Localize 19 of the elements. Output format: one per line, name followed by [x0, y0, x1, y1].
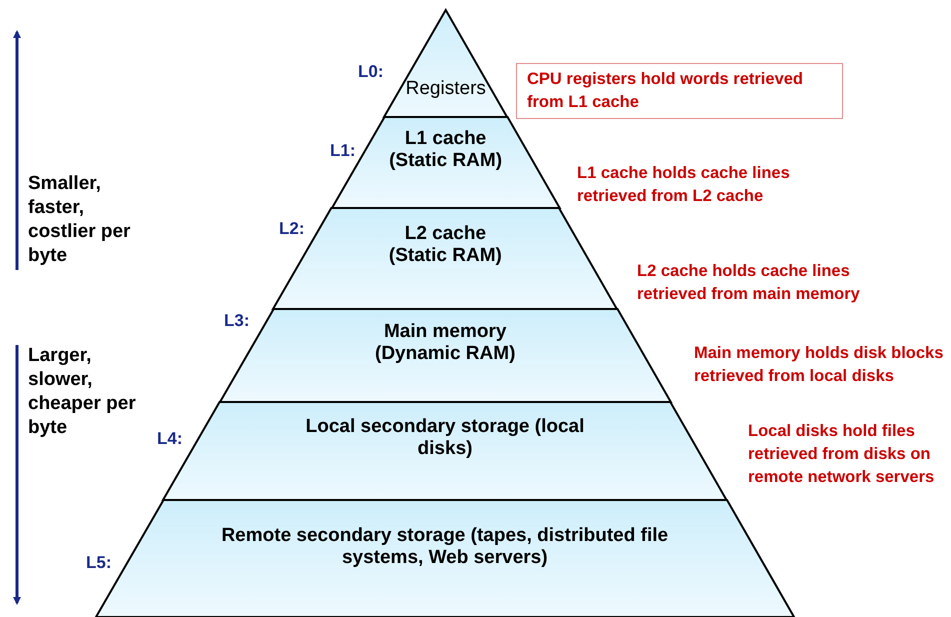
- annotation-text: Local disks hold files retrieved from disks on remote network servers: [748, 421, 936, 488]
- level-label: Local secondary storage (local disks): [304, 416, 586, 460]
- side-note: Larger, slower, cheaper per byte: [28, 344, 137, 440]
- level-number: L0:: [358, 62, 384, 82]
- side-note: Smaller, faster, costlier per byte: [28, 172, 132, 268]
- level-label: Remote secondary storage (tapes, distributed file systems, Web servers): [220, 525, 670, 569]
- annotation-text: Main memory holds disk blocks retrieved from local disks: [694, 343, 944, 387]
- annotation-text: L1 cache holds cache lines retrieved from L2 cache: [577, 163, 791, 207]
- annotation-box: CPU registers hold words retrieved from L1 cache: [516, 63, 843, 119]
- level-number: L4:: [157, 429, 182, 449]
- level-number: L2:: [278, 219, 304, 239]
- level-label: L1 cache (Static RAM): [388, 128, 504, 172]
- level-number: L3:: [224, 311, 250, 331]
- level-label: Registers: [406, 78, 486, 100]
- level-label: Main memory (Dynamic RAM): [374, 321, 516, 365]
- level-label: L2 cache (Static RAM): [388, 223, 503, 267]
- level-number: L1:: [330, 141, 356, 161]
- annotation-text: L2 cache holds cache lines retrieved from main memory: [637, 261, 861, 305]
- level-number: L5:: [86, 553, 112, 573]
